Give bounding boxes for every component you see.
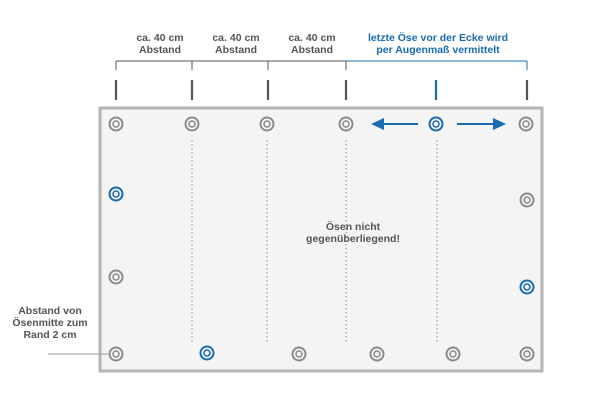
grommet-highlight-icon: [199, 345, 215, 361]
edge-note-line1: Abstand von: [18, 305, 82, 317]
grommet-highlight-icon: [428, 116, 444, 132]
corner-note-line2: per Augenmaß vermittelt: [376, 44, 500, 56]
grommet-icon: [108, 346, 124, 362]
dimension-line-blue: [346, 60, 528, 70]
arrow-right: [457, 118, 506, 130]
grommet-icon: [445, 346, 461, 362]
grommet-highlight-icon: [108, 186, 124, 202]
edge-note-line2: Ösenmitte zum: [12, 316, 87, 329]
grommet-icon: [518, 116, 534, 132]
grommet-icon: [108, 269, 124, 285]
grommet-highlight-icon: [519, 279, 535, 295]
spacing-label-3-line2: Abstand: [291, 44, 333, 56]
grommet-icon: [259, 116, 275, 132]
spacing-label-1-line1: ca. 40 cm: [136, 32, 183, 44]
banner-rectangle: [98, 106, 544, 373]
center-note-line2: gegenüberliegend!: [306, 233, 400, 245]
grommet-icon: [108, 116, 124, 132]
spacing-label-2-line1: ca. 40 cm: [212, 32, 259, 44]
grommet-icon: [519, 346, 535, 362]
grommets-blue: [108, 116, 535, 361]
arrow-left: [371, 118, 418, 130]
spacing-label-2-line2: Abstand: [215, 44, 257, 56]
grommets-gray: [108, 116, 535, 362]
grommet-icon: [291, 346, 307, 362]
center-note-line1: Ösen nicht: [326, 220, 381, 233]
spacing-label-1-line2: Abstand: [139, 44, 181, 56]
corner-note-line1: letzte Öse vor der Ecke wird: [368, 31, 508, 44]
grommet-icon: [369, 346, 385, 362]
dimension-line-gray: [115, 60, 347, 70]
grommet-icon: [338, 116, 354, 132]
edge-note-line3: Rand 2 cm: [23, 329, 76, 341]
grommet-icon: [519, 192, 535, 208]
spacing-label-3-line1: ca. 40 cm: [288, 32, 335, 44]
dotted-guide-lines: [191, 140, 438, 342]
grommet-icon: [184, 116, 200, 132]
position-ticks: [114, 80, 529, 100]
